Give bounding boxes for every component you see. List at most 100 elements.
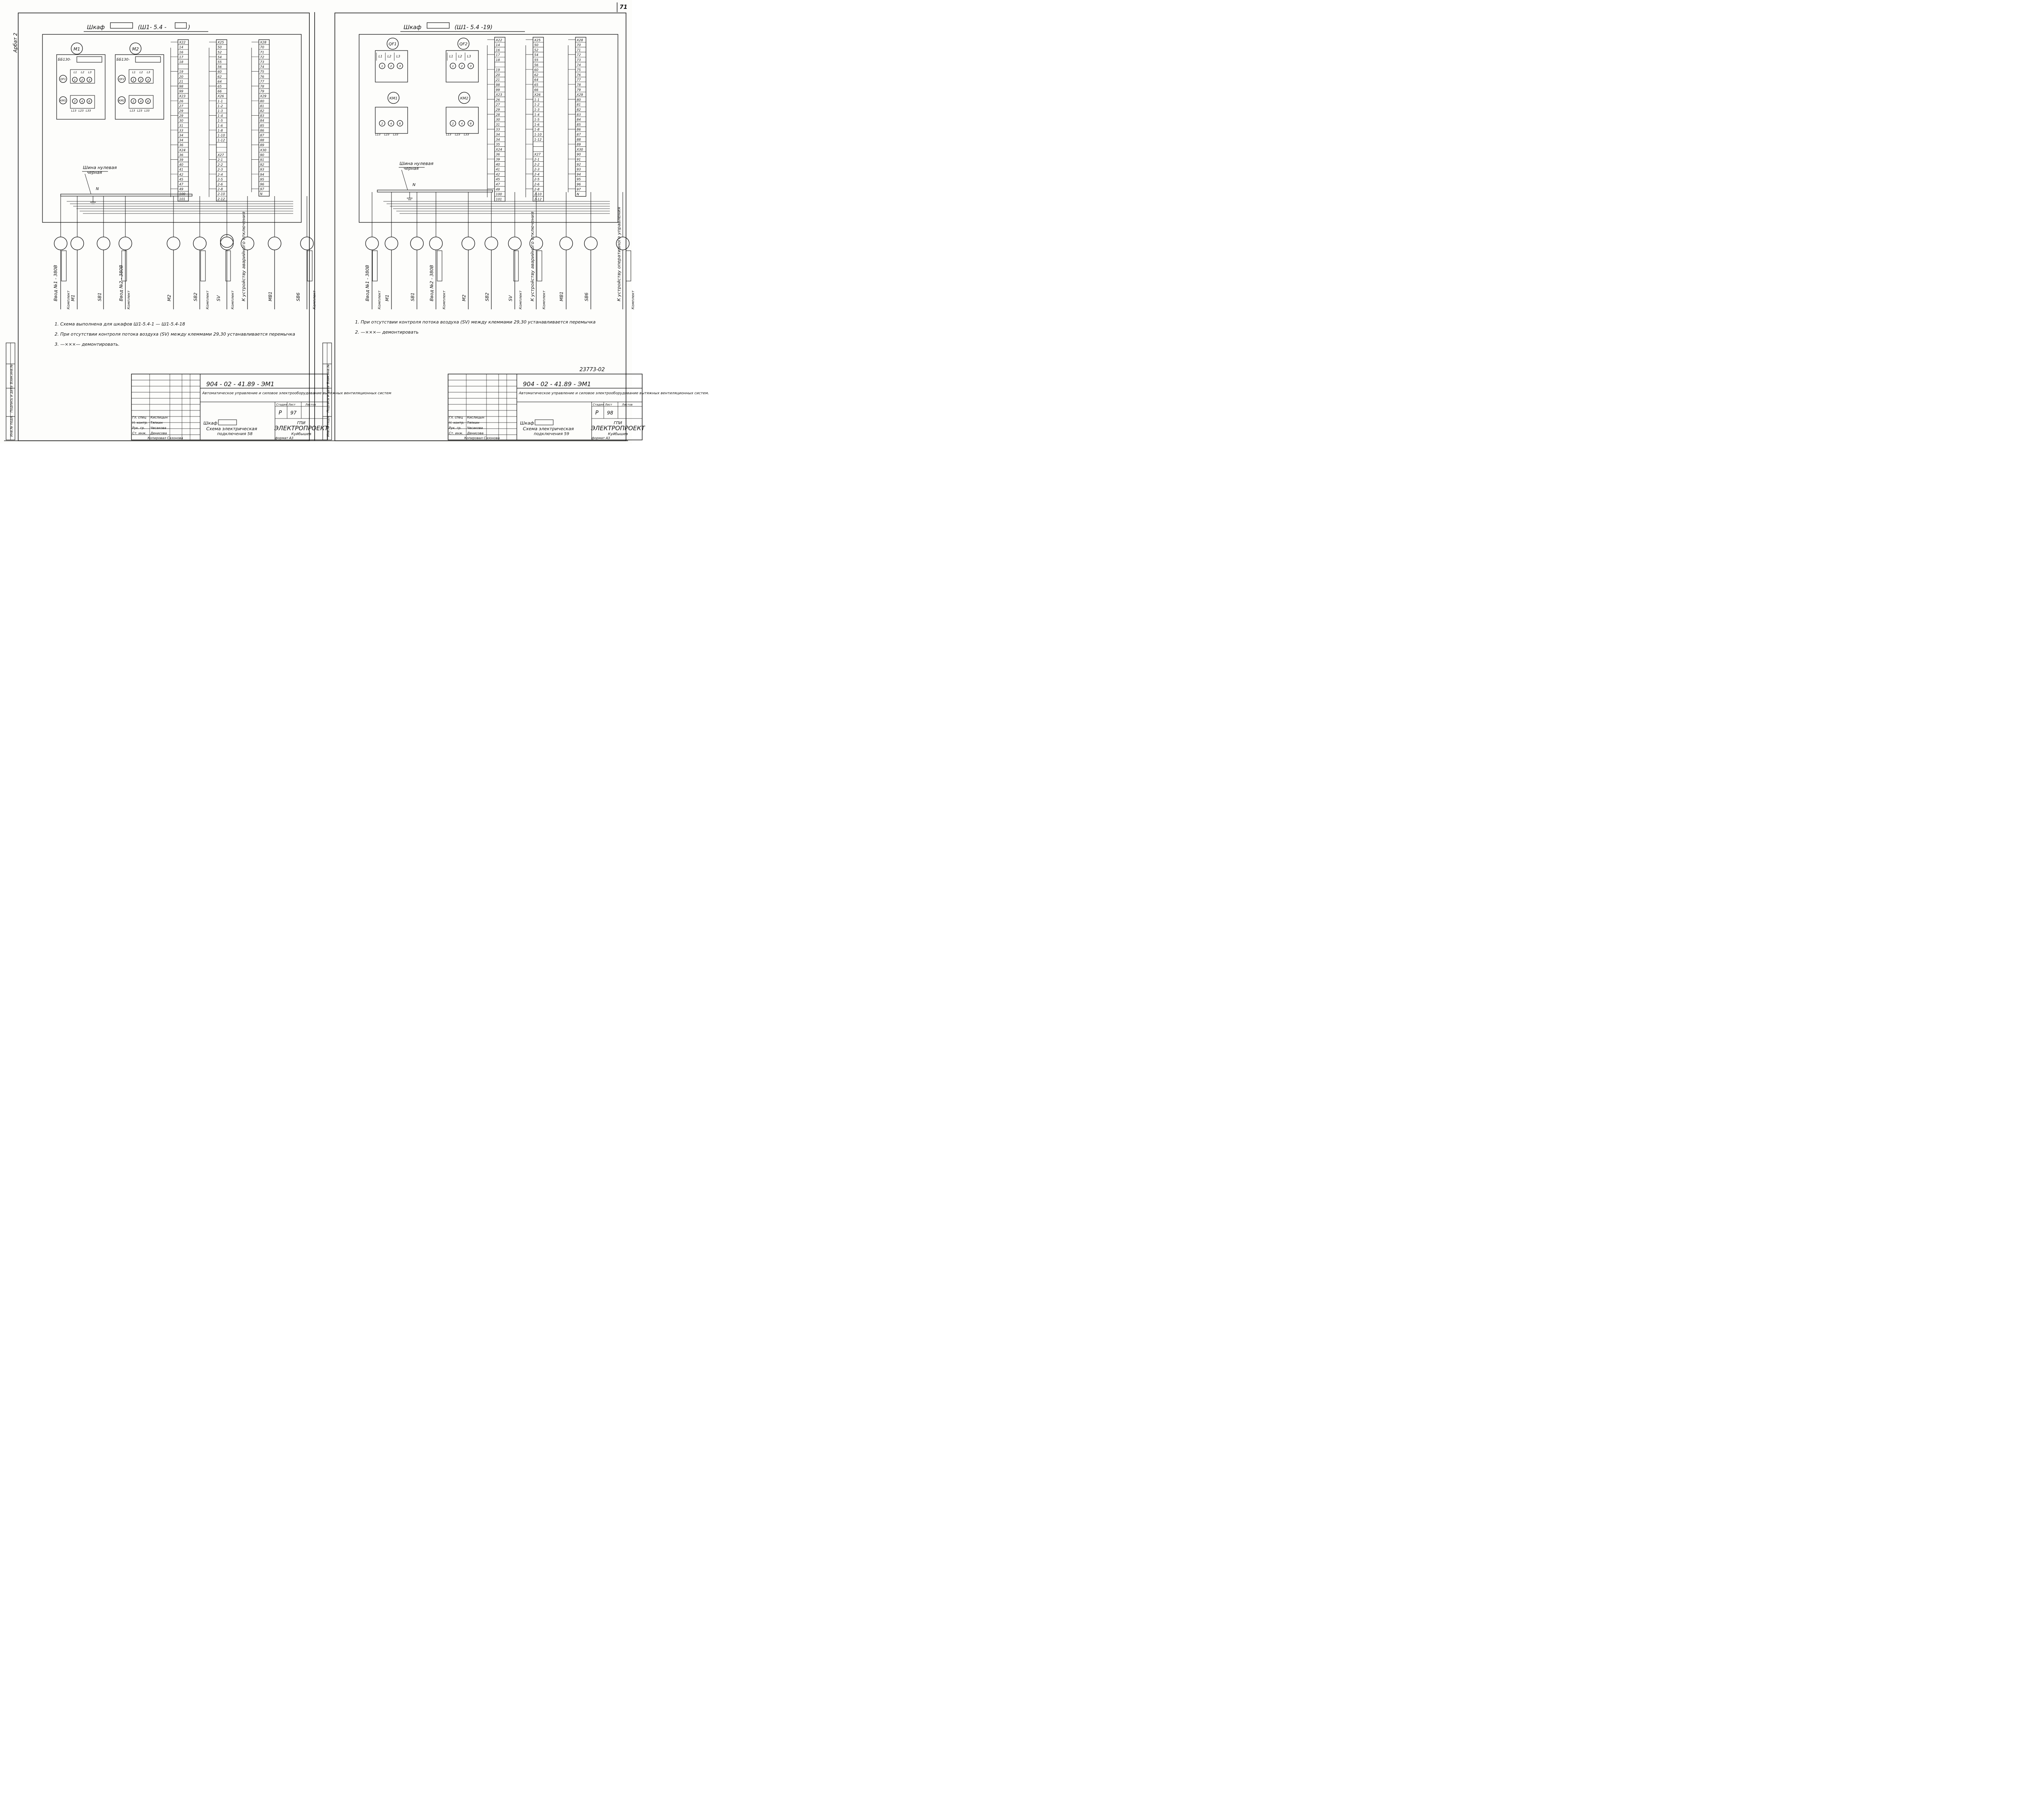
komplekt-label: Комплект — [313, 290, 317, 309]
title-block-frame — [131, 374, 328, 440]
terminal-label: L33 — [86, 109, 91, 112]
km-label: КМ2 — [118, 99, 125, 102]
terminal-number: 47 — [179, 183, 184, 186]
terminal-block-2: X2550525455566062646566X261-11-21-31-41-… — [525, 37, 544, 202]
terminal-number: 77 — [577, 78, 581, 82]
terminal-number: 34 — [496, 138, 500, 142]
pole-number: 1 — [133, 78, 134, 82]
terminal-number: 29 — [179, 109, 183, 113]
cable-label: SB2 — [193, 292, 198, 301]
qf-block — [375, 50, 408, 82]
km-circle — [458, 92, 470, 104]
bus-label: Шина нулевая — [400, 161, 434, 166]
cabinet-title: Шкаф — [404, 24, 421, 31]
bus-label: Шина нулевая — [83, 165, 117, 170]
terminal-number: 71 — [260, 51, 264, 54]
bus-label-2: черная — [404, 167, 419, 171]
terminal-label: L1 — [449, 55, 453, 58]
komplekt-box — [307, 250, 313, 281]
pole-circle — [87, 98, 92, 104]
sheet-caption-2: Схема электрическая — [523, 426, 574, 431]
terminal-number: 1-2 — [534, 103, 539, 107]
terminal-block-1: X22141617181920219899X232627292830313334… — [487, 37, 506, 202]
terminal-number: 86 — [577, 128, 581, 131]
terminal-number: 29 — [496, 108, 500, 112]
terminal-number: 2-2 — [534, 163, 539, 166]
terminal-number: 100 — [496, 192, 502, 196]
pole-circle — [388, 120, 394, 127]
terminal-number: 47 — [496, 183, 500, 186]
terminal-number: 76 — [260, 75, 264, 78]
terminal-number: 2-6 — [218, 183, 223, 186]
terminal-number: 2-3 — [534, 168, 539, 171]
cable-gland-circle — [220, 234, 234, 248]
cable-gland-circle — [559, 237, 573, 250]
terminal-number: 81 — [577, 103, 581, 107]
terminal-number: 34 — [179, 139, 183, 142]
pole-circle — [131, 98, 136, 104]
km-terminals — [129, 95, 154, 109]
note-text: 1. Схема выполнена для шкафов Ш1-5.4-1 —… — [55, 321, 185, 327]
terminal-number: 33 — [496, 128, 500, 131]
sheet-caption-3: подключения 59 — [534, 432, 569, 436]
cable-gland-circle — [385, 237, 398, 250]
terminal-number: 1-2 — [218, 104, 223, 108]
cable-gland-circle — [429, 237, 443, 250]
terminal-number: 1-5 — [218, 119, 223, 123]
qf-terminals — [129, 69, 154, 84]
komplekt-label: Комплект — [206, 290, 210, 309]
terminal-label: L13 — [71, 109, 76, 112]
terminal-number: 36 — [496, 153, 500, 156]
cable-label: Ввод №1 - 380В — [365, 265, 370, 301]
cable-label: М1 — [385, 295, 390, 302]
bus-label-2: черная — [87, 171, 102, 175]
terminal-label: L3 — [467, 55, 471, 58]
terminal-number: X28 — [260, 41, 266, 44]
cable-label: К устройству аварийного отключения — [241, 211, 246, 301]
cable-label: Ввод №2 - 380В — [429, 265, 434, 301]
terminal-number: 54 — [218, 55, 222, 59]
terminal-number: 73 — [577, 58, 581, 62]
cable-gland-circle — [97, 237, 110, 250]
pole-number: 2 — [133, 100, 135, 103]
terminal-number: 1-1 — [534, 98, 539, 101]
cable-gland-circle — [54, 237, 68, 250]
pole-circle — [131, 77, 136, 82]
terminal-number: 60 — [534, 68, 538, 72]
terminal-number: 54 — [534, 53, 538, 57]
terminal-label: L2 — [81, 71, 85, 74]
komplekt-label: Комплект — [519, 290, 523, 309]
doc-title: Автоматическое управление и силовое элек… — [202, 391, 391, 395]
terminal-number: 90 — [577, 153, 581, 156]
cable-gland-circle — [300, 237, 314, 250]
terminal-number: 17 — [496, 53, 500, 57]
terminal-number: X26 — [534, 93, 541, 97]
terminal-number: X25 — [217, 41, 224, 44]
terminal-number: 39 — [496, 158, 500, 161]
terminal-number: 55 — [218, 60, 222, 64]
terminal-number: 2-12 — [218, 197, 225, 201]
name-label: Кислицын — [150, 416, 168, 419]
pole-circle — [87, 77, 92, 82]
komplekt-label: Комплект — [631, 290, 635, 309]
terminal-label: L13 — [446, 133, 451, 136]
terminal-number: 20 — [179, 75, 183, 78]
terminal-number: N — [260, 192, 262, 196]
pole-number: 1 — [452, 65, 454, 68]
stage-label: Стадия — [593, 403, 604, 406]
terminal-number: X27 — [534, 153, 541, 156]
qf-terminals — [70, 69, 95, 84]
terminal-number: 62 — [534, 73, 538, 77]
terminal-number: X22 — [179, 41, 186, 44]
sheet-frame — [18, 13, 310, 441]
name-label: Кислицын — [467, 416, 484, 419]
stage-label: Стадия — [276, 403, 287, 406]
komplekt-box — [200, 250, 206, 281]
komplekt-box — [626, 250, 631, 281]
qf-label: QF2 — [119, 78, 125, 81]
pole-circle — [145, 98, 151, 104]
stage-value: Р — [595, 410, 599, 416]
motor-label: M1 — [74, 47, 80, 52]
